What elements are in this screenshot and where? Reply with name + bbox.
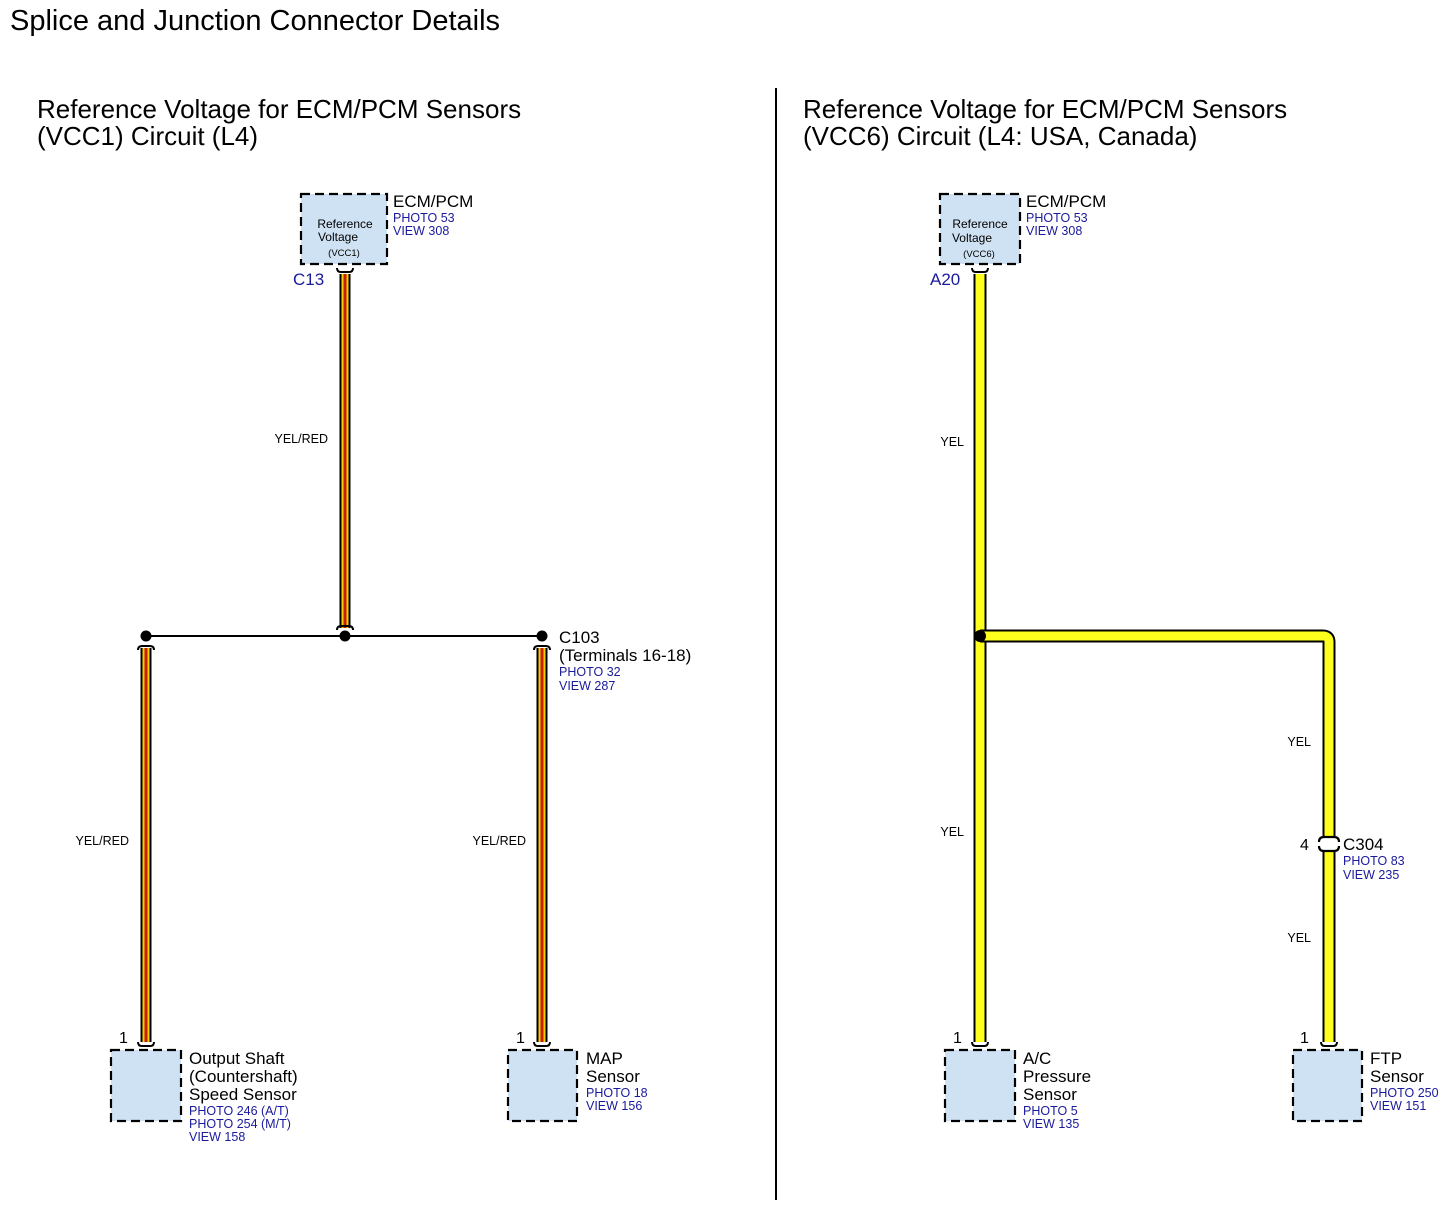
c304-view: VIEW 235: [1343, 868, 1399, 882]
left-ecm-terminal: [336, 267, 354, 273]
c304-name: C304: [1343, 835, 1384, 854]
ftp-sensor-view: VIEW 151: [1370, 1099, 1426, 1113]
left-ecm-name: ECM/PCM: [393, 192, 473, 211]
c103-photo: PHOTO 32: [559, 665, 621, 679]
ac-sensor-name-line3: Sensor: [1023, 1085, 1077, 1104]
left-junction-dot-left: [140, 630, 152, 642]
c103-detail: (Terminals 16-18): [559, 646, 691, 665]
right-branch-upper-label: YEL: [1287, 735, 1311, 749]
ac-sensor-view: VIEW 135: [1023, 1117, 1079, 1131]
right-ecm-name: ECM/PCM: [1026, 192, 1106, 211]
left-ecm-box-line3: (VCC1): [328, 248, 360, 259]
right-ecm-box-line2: Voltage: [952, 231, 992, 245]
map-sensor-view: VIEW 156: [586, 1099, 642, 1113]
right-splice-dot: [974, 630, 986, 642]
right-section-title-line2: (VCC6) Circuit (L4: USA, Canada): [803, 121, 1197, 151]
ftp-sensor-terminal: [1320, 1041, 1338, 1047]
c304-photo: PHOTO 83: [1343, 854, 1405, 868]
map-branch-bottom-terminal: [533, 1041, 551, 1047]
output-shaft-name-line2: (Countershaft): [189, 1067, 298, 1086]
ftp-sensor-name-line2: Sensor: [1370, 1067, 1424, 1086]
ftp-sensor-box: [1291, 1048, 1364, 1123]
map-branch-wire-label: YEL/RED: [473, 834, 527, 848]
page-title: Splice and Junction Connector Details: [10, 5, 500, 37]
right-ecm-terminal: [971, 267, 989, 273]
right-ecm-photo: PHOTO 53: [1026, 211, 1088, 225]
left-main-wire-terminal: [336, 625, 354, 631]
output-shaft-sensor-box: [109, 1048, 183, 1123]
right-ecm-box-line3: (VCC6): [963, 249, 995, 260]
left-ecm-box: [299, 192, 389, 266]
left-branch-top-terminal: [137, 645, 155, 651]
right-branch-lower-label: YEL: [1287, 931, 1311, 945]
left-branch-bottom-terminal: [137, 1041, 155, 1047]
left-junction-dot-right: [536, 630, 548, 642]
right-ecm-view: VIEW 308: [1026, 224, 1082, 238]
left-main-wire-label: YEL/RED: [275, 432, 329, 446]
right-section-title-line1: Reference Voltage for ECM/PCM Sensors: [803, 94, 1287, 124]
right-branch-wire-upper: [980, 629, 1336, 836]
left-panel: Reference Voltage for ECM/PCM Sensors (V…: [37, 94, 691, 1144]
ac-sensor-name-line2: Pressure: [1023, 1067, 1091, 1086]
ac-sensor-name-line1: A/C: [1023, 1049, 1051, 1068]
ac-sensor-photo: PHOTO 5: [1023, 1104, 1078, 1118]
c304-pin: 4: [1300, 837, 1309, 854]
output-shaft-name-line3: Speed Sensor: [189, 1085, 297, 1104]
ac-sensor-pin: 1: [953, 1030, 962, 1047]
output-shaft-photo-at: PHOTO 246 (A/T): [189, 1104, 289, 1118]
left-ecm-box-line2: Voltage: [318, 230, 358, 244]
right-panel: Reference Voltage for ECM/PCM Sensors (V…: [803, 94, 1439, 1131]
map-sensor-photo: PHOTO 18: [586, 1086, 648, 1100]
ftp-sensor-pin: 1: [1300, 1030, 1309, 1047]
ftp-sensor-name-line1: FTP: [1370, 1049, 1402, 1068]
c103-view: VIEW 287: [559, 679, 615, 693]
right-ecm-box-line1: Reference: [952, 217, 1008, 231]
right-branch-top-terminal: [533, 645, 551, 651]
left-junction-dot-center: [339, 630, 351, 642]
right-lower-wire-label: YEL: [940, 825, 964, 839]
left-branch-wire-label: YEL/RED: [76, 834, 130, 848]
right-main-wire-label: YEL: [940, 435, 964, 449]
left-section-title-line1: Reference Voltage for ECM/PCM Sensors: [37, 94, 521, 124]
map-sensor-pin: 1: [516, 1030, 525, 1047]
left-section-title-line2: (VCC1) Circuit (L4): [37, 121, 258, 151]
ftp-sensor-photo: PHOTO 250: [1370, 1086, 1439, 1100]
left-ecm-photo: PHOTO 53: [393, 211, 455, 225]
ac-sensor-terminal: [971, 1041, 989, 1047]
output-shaft-photo-mt: PHOTO 254 (M/T): [189, 1117, 291, 1131]
c304-connector-icon: [1317, 835, 1341, 853]
output-shaft-name-line1: Output Shaft: [189, 1049, 285, 1068]
output-shaft-pin: 1: [119, 1030, 128, 1047]
left-ecm-pin: C13: [293, 270, 324, 289]
map-sensor-box: [506, 1048, 579, 1123]
c103-name: C103: [559, 628, 600, 647]
left-ecm-view: VIEW 308: [393, 224, 449, 238]
right-ecm-box: [938, 192, 1022, 266]
output-shaft-view: VIEW 158: [189, 1130, 245, 1144]
ac-sensor-box: [943, 1048, 1017, 1123]
left-ecm-box-line1: Reference: [317, 217, 373, 231]
map-sensor-name-line2: Sensor: [586, 1067, 640, 1086]
map-sensor-name-line1: MAP: [586, 1049, 623, 1068]
right-ecm-pin: A20: [930, 270, 960, 289]
